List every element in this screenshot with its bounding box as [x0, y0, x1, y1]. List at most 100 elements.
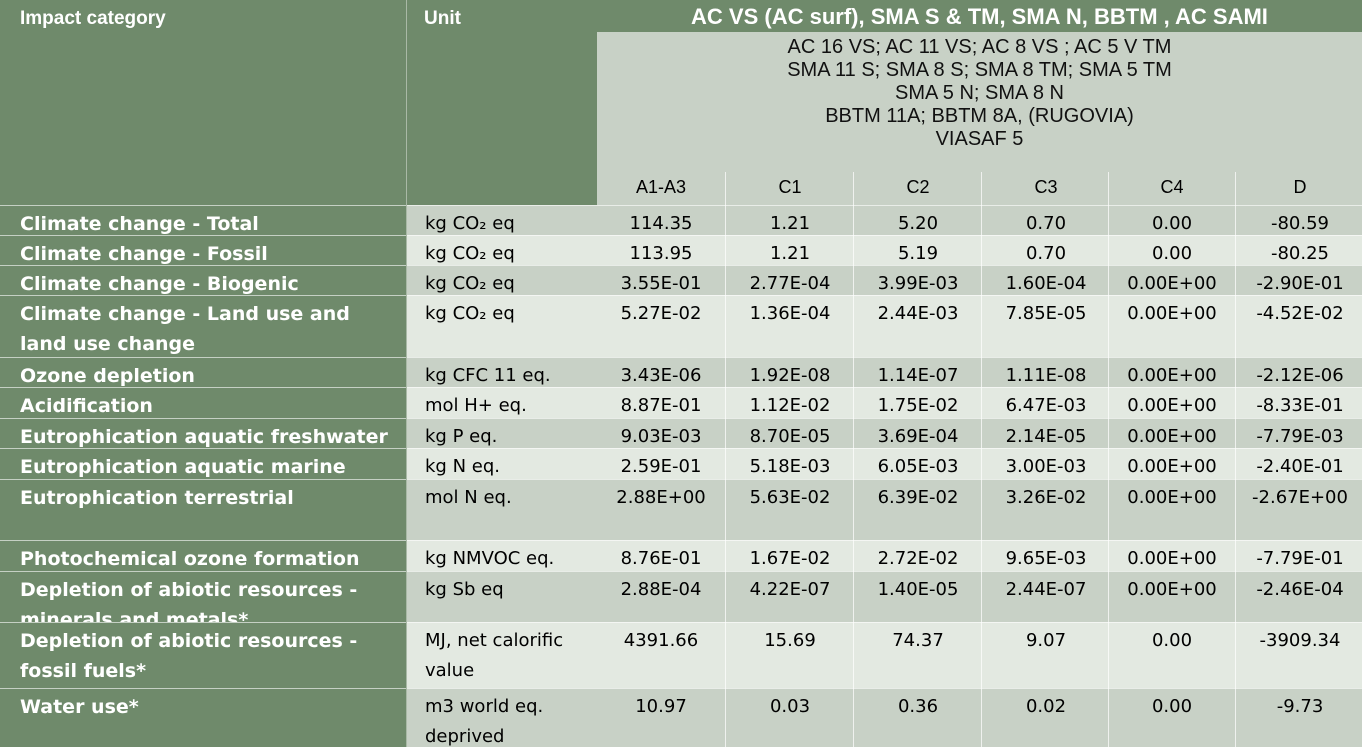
value-cell: -4.52E-02 [1256, 303, 1344, 324]
category-label: Climate change - Fossil [20, 243, 268, 265]
value-cell: 10.97 [635, 696, 687, 717]
table-row: Climate change - Land use and land use c… [0, 295, 1362, 357]
column-header-c3: C3 [1034, 177, 1058, 197]
row-divider [0, 540, 1362, 541]
value-cell: 2.14E-05 [1005, 426, 1087, 447]
category-cell: Climate change - Total [0, 205, 406, 235]
unit-label: MJ, net calorific value [425, 630, 564, 681]
unit-label: kg Sb eq [425, 579, 504, 600]
value-cell: -80.59 [1270, 213, 1330, 234]
category-label: Depletion of abiotic resources - fossil … [20, 630, 358, 682]
column-divider [1108, 172, 1109, 747]
unit-heading: Unit [424, 8, 461, 29]
value-cell: 0.00E+00 [1127, 579, 1217, 600]
category-cell: Depletion of abiotic resources - fossil … [0, 622, 406, 688]
unit-cell: m3 world eq. deprived [407, 688, 597, 747]
value-cell: 74.37 [892, 630, 944, 651]
category-label: Photochemical ozone formation [20, 548, 360, 570]
value-cell: 1.14E-07 [877, 365, 959, 386]
value-cell: -80.25 [1270, 243, 1330, 264]
category-cell: Ozone depletion [0, 357, 406, 387]
table-row: Depletion of abiotic resources - fossil … [0, 622, 1362, 688]
category-cell: Eutrophication terrestrial [0, 479, 406, 540]
row-divider [0, 387, 1362, 388]
row-divider [0, 448, 1362, 449]
value-cell: -2.40E-01 [1256, 456, 1344, 477]
value-cell: 1.75E-02 [877, 395, 959, 416]
value-cell: 0.70 [1025, 213, 1067, 234]
value-cell: 0.02 [1025, 696, 1067, 717]
value-cell: 2.44E-07 [1005, 579, 1087, 600]
values-cell-group [597, 418, 1362, 448]
value-cell: 2.44E-03 [877, 303, 959, 324]
subtitle-line: VIASAF 5 [935, 128, 1024, 150]
table-row: Depletion of abiotic resources - mineral… [0, 571, 1362, 631]
unit-label: kg NMVOC eq. [425, 548, 555, 569]
value-cell: 7.85E-05 [1005, 303, 1087, 324]
value-cell: 6.39E-02 [877, 487, 959, 508]
table-row: Photochemical ozone formation kg NMVOC eq… [0, 540, 1362, 571]
values-cell-group [597, 688, 1362, 747]
header-banner-bg [597, 0, 1362, 32]
unit-cell: kg CO₂ eq [407, 235, 597, 265]
unit-label: mol N eq. [425, 487, 512, 508]
value-cell: -2.67E+00 [1252, 487, 1348, 508]
impact-category-heading: Impact category [20, 8, 166, 29]
category-cell: Eutrophication aquatic freshwater [0, 418, 406, 448]
category-cell: Depletion of abiotic resources - mineral… [0, 571, 406, 631]
subtitle-line: AC 16 VS; AC 11 VS; AC 8 VS ; AC 5 V TM [787, 36, 1172, 58]
value-cell: 114.35 [629, 213, 693, 234]
column-divider [725, 172, 726, 747]
value-cell: 1.92E-08 [749, 365, 831, 386]
category-label: Climate change - Biogenic [20, 273, 299, 295]
category-label: Climate change - Land use and land use c… [20, 303, 350, 355]
value-cell: 3.69E-04 [877, 426, 959, 447]
row-divider [0, 295, 1362, 296]
value-cell: 2.77E-04 [749, 273, 831, 294]
value-cell: 1.67E-02 [749, 548, 831, 569]
values-cell-group [597, 448, 1362, 479]
row-divider [0, 479, 1362, 480]
value-cell: 2.72E-02 [877, 548, 959, 569]
value-cell: 0.00E+00 [1127, 273, 1217, 294]
value-cell: 2.88E-04 [620, 579, 702, 600]
unit-cell: mol H+ eq. [407, 387, 597, 418]
category-cell: Climate change - Fossil [0, 235, 406, 265]
unit-cell: kg CO₂ eq [407, 205, 597, 235]
row-divider [0, 235, 1362, 236]
value-cell: 3.99E-03 [877, 273, 959, 294]
unit-label: m3 world eq. deprived [425, 696, 544, 747]
value-cell: 0.00 [1151, 243, 1193, 264]
value-cell: 5.20 [897, 213, 939, 234]
value-cell: 1.21 [769, 243, 811, 264]
value-cell: 0.00 [1151, 630, 1193, 651]
values-cell-group [597, 295, 1362, 357]
product-subtitle: AC 16 VS; AC 11 VS; AC 8 VS ; AC 5 V TM … [597, 36, 1362, 151]
value-cell: 0.70 [1025, 243, 1067, 264]
unit-cell: kg Sb eq [407, 571, 597, 622]
value-cell: 5.27E-02 [620, 303, 702, 324]
value-cell: 0.00E+00 [1127, 395, 1217, 416]
unit-label: kg CFC 11 eq. [425, 365, 551, 386]
value-cell: 6.05E-03 [877, 456, 959, 477]
values-cell-group [597, 622, 1362, 688]
product-banner: AC VS (AC surf), SMA S & TM, SMA N, BBTM… [691, 4, 1268, 29]
row-divider [0, 205, 1362, 206]
column-divider [981, 172, 982, 747]
value-cell: 0.00E+00 [1127, 303, 1217, 324]
value-cell: 0.00 [1151, 213, 1193, 234]
value-cell: 3.00E-03 [1005, 456, 1087, 477]
value-cell: 0.00 [1151, 696, 1193, 717]
value-cell: 1.40E-05 [877, 579, 959, 600]
values-cell-group [597, 479, 1362, 540]
column-header-c2: C2 [906, 177, 930, 197]
value-cell: 0.00E+00 [1127, 365, 1217, 386]
category-cell: Climate change - Biogenic [0, 265, 406, 295]
row-divider [0, 688, 1362, 689]
unit-column-divider [406, 0, 407, 747]
category-label: Eutrophication terrestrial [20, 487, 294, 509]
